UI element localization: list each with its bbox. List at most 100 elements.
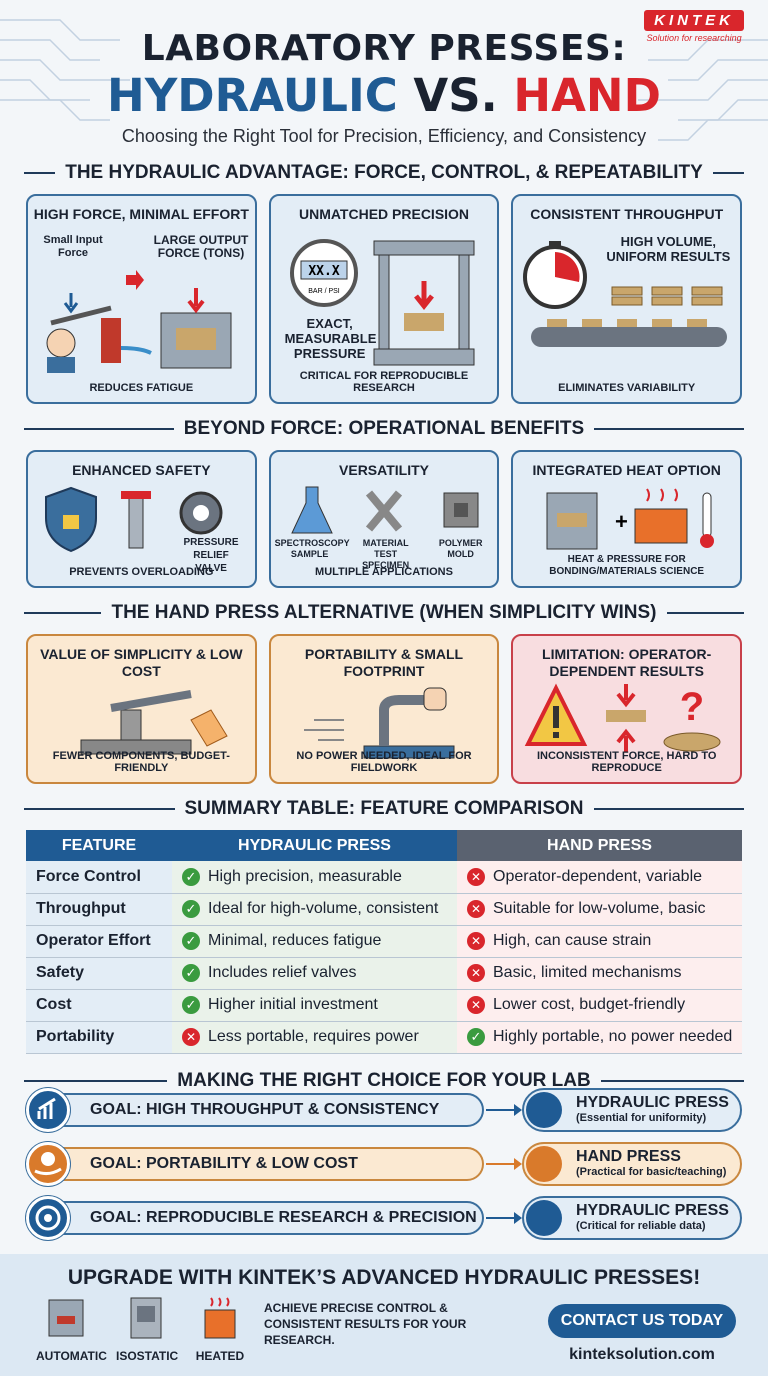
heated-press-icon	[204, 1297, 236, 1339]
exact-pressure-label: EXACT, MEASURABLE PRESSURE	[284, 316, 377, 361]
limitation-illustration: ?	[524, 683, 721, 752]
footer-text: ACHIEVE PRECISE CONTROL & CONSISTENT RES…	[264, 1301, 467, 1347]
check-icon: ✓	[182, 867, 200, 886]
section-hand-press-header: THE HAND PRESS ALTERNATIVE (WHEN SIMPLIC…	[0, 598, 768, 628]
cell-text: Ideal for high-volume, consistent	[208, 900, 439, 918]
cell-text: Includes relief valves	[208, 964, 357, 982]
result-title: HYDRAULIC PRESS	[576, 1202, 729, 1219]
gauge-unit: BAR / PSI	[308, 288, 340, 295]
hydraulic-press-icon	[526, 1200, 562, 1236]
hydraulic-cell: ✓ Higher initial investment	[172, 989, 457, 1022]
result-note: (Practical for basic/teaching)	[576, 1166, 727, 1178]
hydraulic-cell: ✓ Includes relief valves	[172, 957, 457, 990]
title-line2: HYDRAULIC VS. HAND	[0, 70, 768, 122]
result-hand: HAND PRESS(Practical for basic/teaching)	[522, 1142, 742, 1186]
heater-icon	[634, 508, 688, 544]
footer-banner: UPGRADE WITH KINTEK’S ADVANCED HYDRAULIC…	[0, 1254, 768, 1376]
cross-icon: ✕	[467, 899, 485, 918]
result-hydraulic: HYDRAULIC PRESS(Critical for reliable da…	[522, 1196, 742, 1240]
svg-text:+: +	[615, 509, 628, 534]
chart-growth-icon	[26, 1088, 70, 1132]
card-title: ENHANCED SAFETY	[72, 462, 211, 478]
card-high-force: HIGH FORCE, MINIMAL EFFORT Small Input F…	[26, 194, 257, 404]
card-simplicity: VALUE OF SIMPLICITY & LOW COST FEWER COM…	[26, 634, 257, 784]
hand-cell: ✕Operator-dependent, variable	[457, 861, 742, 894]
section-title: BEYOND FORCE: OPERATIONAL BENEFITS	[183, 418, 585, 439]
hand-press-illustration	[80, 690, 229, 755]
section-title: THE HYDRAULIC ADVANTAGE: FORCE, CONTROL,…	[65, 162, 703, 183]
footer-title: UPGRADE WITH KINTEK’S ADVANCED HYDRAULIC…	[67, 1266, 701, 1289]
hand-cell: ✕Suitable for low-volume, basic	[457, 893, 742, 926]
check-icon: ✓	[467, 1027, 485, 1046]
card-portability: PORTABILITY & SMALL FOOTPRINT NO POWER N…	[268, 634, 500, 784]
small-input-label: Small Input Force	[43, 234, 103, 259]
heated-press: HEATED	[190, 1296, 250, 1363]
contact-us-button[interactable]: CONTACT US TODAY	[548, 1304, 736, 1338]
cell-text: Higher initial investment	[208, 996, 378, 1014]
title-hydraulic: HYDRAULIC	[107, 69, 398, 122]
portable-press-illustration	[304, 687, 455, 759]
goal-row-precision: GOAL: REPRODUCIBLE RESEARCH & PRECISION …	[26, 1196, 766, 1240]
cell-text: Operator Effort	[36, 932, 151, 949]
cell-text: Less portable, requires power	[208, 1028, 419, 1046]
question-icon: ?	[679, 685, 703, 729]
material-test-label: MATERIAL TEST SPECIMEN	[362, 538, 410, 570]
card-title: PORTABILITY & SMALL FOOTPRINT	[304, 646, 464, 679]
spectroscopy-label: SPECTROSCOPY SAMPLE	[274, 538, 350, 559]
col-header-feature: FEATURE	[26, 830, 172, 861]
logo-tagline: Solution for researching	[646, 33, 742, 43]
section-title: MAKING THE RIGHT CHOICE FOR YOUR LAB	[177, 1069, 591, 1091]
table-row: Operator Effort✓Minimal, reduces fatigue…	[26, 925, 742, 958]
result-note: (Critical for reliable data)	[576, 1220, 706, 1232]
card-precision: UNMATCHED PRECISION XX.X BAR / PSI EXACT…	[268, 194, 500, 404]
isostatic-label: ISOSTATIC	[116, 1349, 179, 1363]
goal-row-portability: GOAL: PORTABILITY & LOW COST HAND PRESS(…	[26, 1142, 766, 1186]
card-title: HIGH FORCE, MINIMAL EFFORT	[33, 206, 249, 222]
thermometer-icon	[702, 492, 712, 538]
table-row: Throughput✓Ideal for high-volume, consis…	[26, 893, 742, 926]
hand-cell: ✕Basic, limited mechanisms	[457, 957, 742, 990]
col-header-hydraulic: HYDRAULIC PRESS	[172, 830, 457, 861]
check-icon: ✓	[182, 995, 200, 1014]
card-caption: REDUCES FATIGUE	[89, 382, 194, 394]
website-link[interactable]: kinteksolution.com	[569, 1346, 715, 1363]
cell-text: Lower cost, budget-friendly	[493, 996, 686, 1014]
cell-text: Basic, limited mechanisms	[493, 964, 682, 982]
card-title: CONSISTENT THROUGHPUT	[530, 206, 724, 222]
card-caption: ELIMINATES VARIABILITY	[558, 382, 696, 394]
precision-press-illustration: XX.X BAR / PSI	[290, 239, 475, 366]
valve-icon	[128, 497, 144, 549]
card-caption: INCONSISTENT FORCE, HARD TO REPRODUCE	[536, 750, 717, 774]
cross-icon: ✕	[467, 995, 485, 1014]
isostatic-press-icon	[130, 1297, 162, 1339]
large-output-label: LARGE OUTPUT FORCE (TONS)	[153, 233, 249, 260]
card-title: UNMATCHED PRECISION	[298, 206, 470, 222]
hand-cell: ✓Highly portable, no power needed	[457, 1021, 742, 1054]
specimen-icon	[365, 490, 403, 532]
throughput-illustration	[522, 241, 727, 347]
cell-text: Portability	[36, 1028, 115, 1045]
card-safety: ENHANCED SAFETY PRESSURE RELIEF VALVE PR…	[26, 450, 257, 588]
section-operational-benefits-header: BEYOND FORCE: OPERATIONAL BENEFITS	[0, 414, 768, 444]
result-title: HAND PRESS	[576, 1148, 681, 1165]
goal-label: GOAL: HIGH THROUGHPUT & CONSISTENCY	[44, 1093, 484, 1127]
hand-cell: ✕High, can cause strain	[457, 925, 742, 958]
card-throughput: CONSISTENT THROUGHPUT HIGH VOLUME, UNIFO…	[511, 194, 743, 404]
hand-cell: ✕ Lower cost, budget-friendly	[457, 989, 742, 1022]
check-icon: ✓	[182, 963, 200, 982]
col-header-hand: HAND PRESS	[457, 830, 742, 861]
table-row: Portability✕Less portable, requires powe…	[26, 1021, 742, 1054]
cell-text: Minimal, reduces fatigue	[208, 932, 382, 950]
table-row: Force Control✓High precision, measurable…	[26, 861, 742, 894]
safety-icons	[45, 486, 223, 553]
feature-cell: Throughput	[26, 893, 172, 926]
polymer-mold-label: POLYMER MOLD	[438, 538, 483, 559]
hydraulic-cell: ✓Ideal for high-volume, consistent	[172, 893, 457, 926]
card-caption: NO POWER NEEDED, IDEAL FOR FIELDWORK	[296, 750, 472, 774]
card-title: LIMITATION: OPERATOR-DEPENDENT RESULTS	[542, 646, 712, 679]
result-note: (Essential for uniformity)	[576, 1112, 707, 1124]
cell-text: Cost	[36, 996, 72, 1013]
section-summary-table-header: SUMMARY TABLE: FEATURE COMPARISON	[0, 794, 768, 824]
section-hydraulic-advantage-header: THE HYDRAULIC ADVANTAGE: FORCE, CONTROL,…	[0, 158, 768, 188]
table-row: Cost ✓ Higher initial investment ✕ Lower cos…	[26, 989, 742, 1022]
